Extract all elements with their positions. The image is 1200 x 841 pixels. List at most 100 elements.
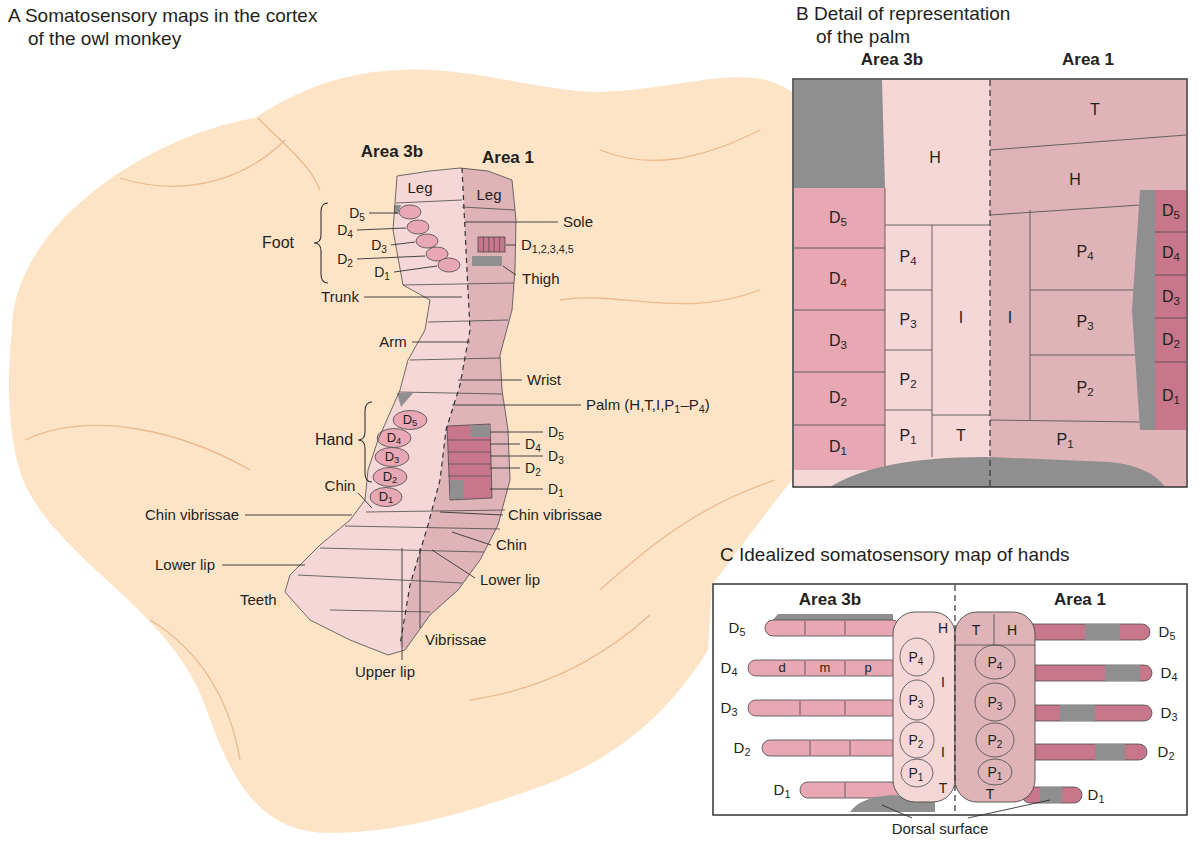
map-label: P3 bbox=[899, 311, 916, 329]
map-label: D1 bbox=[1162, 387, 1180, 405]
boundary-line bbox=[885, 188, 886, 470]
map-label: Chin bbox=[325, 477, 356, 494]
grey-region bbox=[1040, 787, 1062, 803]
map-label: D3 bbox=[548, 448, 564, 464]
map-label: T bbox=[972, 622, 981, 638]
boundary-line bbox=[366, 510, 505, 512]
boundary-line bbox=[885, 290, 932, 291]
map-label: D1 bbox=[774, 781, 791, 798]
boundary-line bbox=[955, 645, 1035, 646]
sulcus-line bbox=[600, 480, 775, 590]
boundary-line bbox=[345, 526, 500, 529]
leader-line bbox=[465, 222, 558, 223]
map-label: I bbox=[959, 309, 963, 327]
map-label: Dorsal surface bbox=[892, 820, 989, 837]
map-label: D3 bbox=[721, 699, 738, 716]
map-label: D3 bbox=[1162, 288, 1180, 306]
grey-region bbox=[472, 256, 502, 266]
palm bbox=[955, 612, 1035, 802]
finger bbox=[800, 782, 900, 798]
finger bbox=[1025, 624, 1150, 640]
leader-line bbox=[490, 456, 543, 457]
map-label: D4 bbox=[387, 431, 402, 446]
area-divider bbox=[989, 80, 990, 487]
map-label: I bbox=[1008, 309, 1012, 327]
boundary-line bbox=[1030, 355, 1140, 356]
leader-line bbox=[440, 512, 503, 515]
map-label: T bbox=[956, 427, 966, 445]
map-label: D5 bbox=[349, 205, 365, 221]
leader-line bbox=[245, 515, 352, 516]
boundary-line bbox=[1155, 232, 1186, 233]
map-label: Lower lip bbox=[480, 571, 540, 588]
finger bbox=[762, 740, 900, 756]
grey-region bbox=[794, 80, 885, 188]
leader-line bbox=[358, 493, 372, 508]
grey-region bbox=[397, 393, 413, 407]
boundary-line bbox=[330, 610, 430, 612]
digit-region bbox=[1155, 190, 1186, 430]
map-label: D3 bbox=[371, 237, 387, 253]
map-label: D5 bbox=[403, 413, 418, 428]
panel-box: B Detail of representation of the palmAr… bbox=[792, 0, 1188, 488]
boundary-line bbox=[410, 358, 500, 360]
leader-line bbox=[412, 342, 470, 343]
digit-lobe bbox=[416, 234, 438, 248]
map-label: T bbox=[986, 786, 995, 802]
finger-joint bbox=[845, 621, 846, 635]
panel-heading: C Idealized somatosensory map of hands bbox=[720, 543, 1150, 566]
area3b-region bbox=[794, 80, 990, 487]
leader-line bbox=[420, 548, 421, 628]
map-label: Leg bbox=[476, 186, 501, 203]
map-label: p bbox=[864, 661, 871, 676]
map-label: H bbox=[938, 620, 948, 636]
boundary-line bbox=[1155, 362, 1186, 363]
leader-line bbox=[452, 405, 581, 406]
map-label: P2 bbox=[899, 371, 916, 389]
finger-joint bbox=[845, 661, 846, 675]
boundary-line bbox=[462, 207, 515, 210]
map-label: Thigh bbox=[522, 270, 560, 287]
leader-line bbox=[357, 256, 425, 259]
map-label: D1 bbox=[374, 264, 390, 280]
boundary-line bbox=[932, 225, 933, 457]
grey-region bbox=[470, 425, 490, 437]
boundary-line bbox=[794, 372, 885, 373]
map-label: D5 bbox=[729, 619, 746, 636]
finger-joint bbox=[845, 783, 846, 797]
boundary-line bbox=[448, 440, 491, 441]
brace bbox=[314, 203, 328, 283]
map-label: P3 bbox=[988, 694, 1003, 710]
boundary-line bbox=[794, 310, 885, 311]
boundary-line bbox=[994, 614, 995, 645]
grey-region bbox=[1095, 744, 1125, 760]
map-label: Arm bbox=[379, 333, 407, 350]
sulcus-line bbox=[470, 615, 650, 700]
digit-region bbox=[794, 188, 885, 470]
digit-lobe bbox=[438, 258, 460, 272]
palm-cell bbox=[901, 759, 933, 787]
boundary-line bbox=[396, 200, 462, 203]
palm-cell bbox=[900, 722, 934, 758]
leader-line bbox=[402, 548, 403, 660]
map-label: Leg bbox=[407, 179, 432, 196]
map-label: D3 bbox=[1161, 704, 1178, 721]
panel-heading: A Somatosensory maps in the cortex of th… bbox=[8, 4, 330, 50]
leader-line bbox=[503, 266, 516, 275]
leader-line bbox=[458, 380, 522, 381]
map-label: D5 bbox=[1159, 623, 1176, 640]
digit-lobe bbox=[407, 220, 429, 234]
map-label: Palm (H,T,I,P1–P4) bbox=[586, 396, 710, 413]
finger-joint bbox=[800, 701, 801, 715]
boundary-line bbox=[298, 575, 462, 583]
boundary-line bbox=[885, 225, 990, 226]
digit-lobe bbox=[375, 448, 409, 467]
leader-line bbox=[490, 444, 520, 445]
palm-cell bbox=[978, 759, 1012, 785]
area-heading: Area 1 bbox=[1054, 590, 1106, 610]
leader-line bbox=[490, 432, 543, 433]
map-label: T bbox=[939, 780, 948, 796]
map-label: P3 bbox=[909, 692, 924, 708]
